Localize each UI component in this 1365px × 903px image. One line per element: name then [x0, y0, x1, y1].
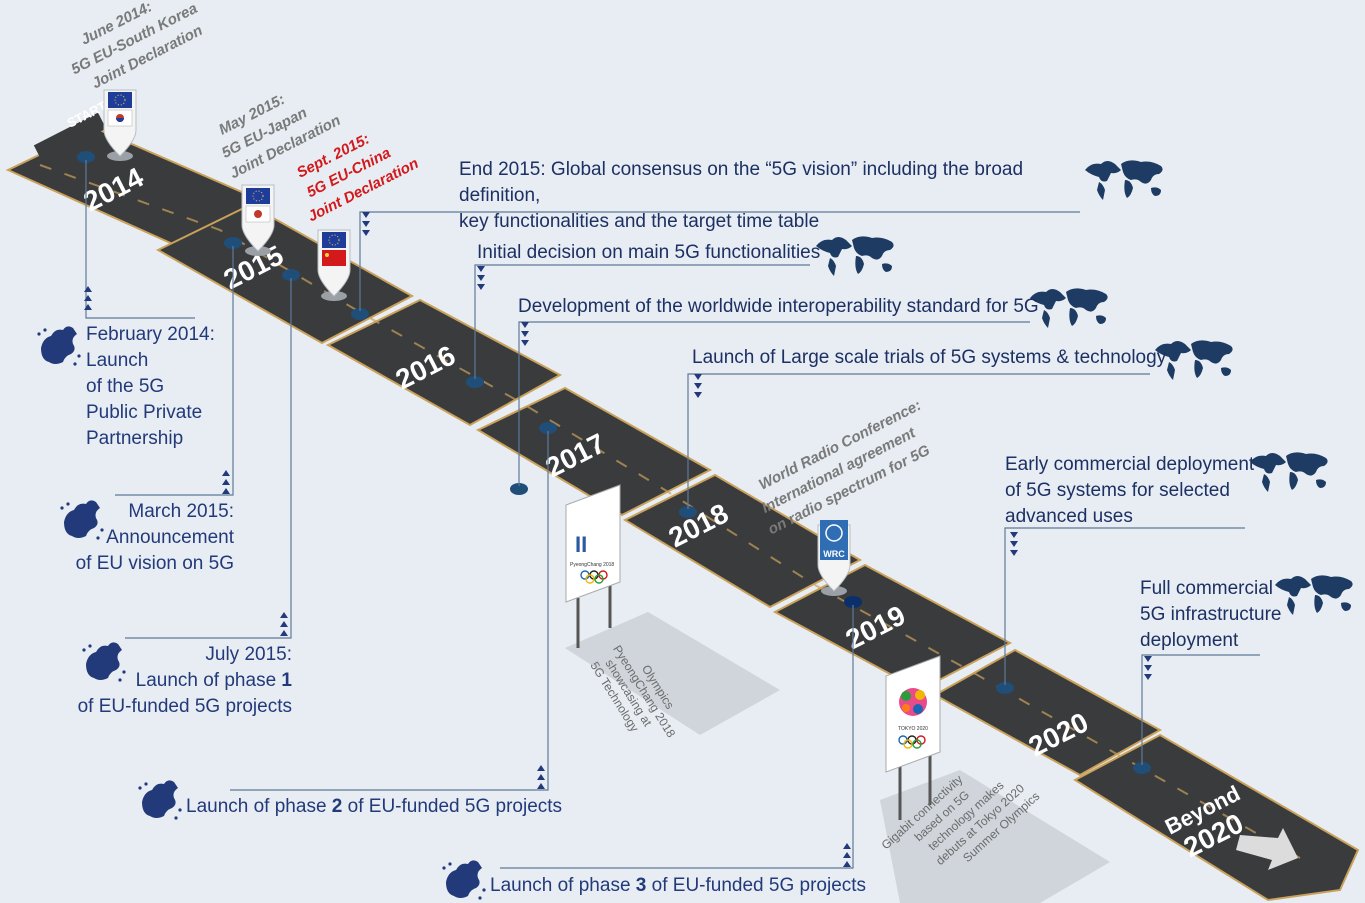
phase-number: 2 [331, 796, 343, 817]
milestone-early-commercial-line: advanced uses [1005, 506, 1133, 527]
svg-text:ΙΙ: ΙΙ [575, 532, 587, 557]
wrc-pin: WRC [817, 520, 851, 597]
milestone-full-commercial-line: deployment [1140, 630, 1239, 651]
eu-milestone-line: July 2015: [205, 644, 292, 665]
eu-milestone-line: Public Private [86, 402, 203, 423]
eu-milestone-text: Launch of phase [186, 796, 332, 817]
milestone-full-commercial-line: 5G infrastructure [1140, 604, 1282, 625]
eu-milestone-text: of EU-funded 5G projects [342, 796, 563, 817]
eu-milestone-mar-2015: March 2015: Announcement of EU vision on… [70, 499, 234, 577]
eu-milestone-line: of EU-funded 5G projects [77, 696, 292, 717]
eu-milestone-text: Launch of phase [490, 875, 636, 896]
japan-pin [241, 184, 275, 257]
korea-pin [103, 89, 137, 162]
milestone-end-2015-line: End 2015: Global consensus on the “5G vi… [459, 159, 1024, 206]
milestone-end-2015: End 2015: Global consensus on the “5G vi… [459, 157, 1099, 235]
world-map-icon [1275, 575, 1353, 615]
eu-milestone-line: Announcement [106, 527, 234, 548]
milestone-early-commercial-line: of 5G systems for selected [1005, 480, 1230, 501]
milestone-full-commercial-line: Full commercial [1140, 578, 1274, 599]
tokyo-logo-text: TOKYO 2020 [898, 726, 928, 732]
world-map-icon [816, 236, 894, 276]
road-segment-2016 [325, 298, 563, 427]
eu-milestone-jul-2015: July 2015: Launch of phase 1 of EU-funde… [70, 642, 292, 720]
eu-milestone-line: of the 5G [86, 376, 165, 397]
eu-milestone-feb-2014: February 2014: Launch of the 5G Public P… [86, 322, 215, 452]
milestone-end-2015-line: key functionalities and the target time … [459, 211, 820, 232]
milestone-early-commercial: Early commercial deployment of 5G system… [1005, 452, 1254, 530]
road-segment-2020 [932, 648, 1163, 777]
eu-map-icon [442, 860, 486, 900]
eu-milestone-line: Launch [86, 350, 149, 371]
phase-number: 1 [281, 670, 292, 691]
eu-milestone-line: Launch of phase [135, 670, 282, 691]
milestone-early-commercial-line: Early commercial deployment [1005, 454, 1255, 475]
milestone-interoperability: Development of the worldwide interoperab… [518, 296, 1039, 317]
pyeongchang-sign: ΙΙ PyeongChang 2018 [565, 484, 780, 735]
tokyo-sign: TOKYO 2020 [880, 655, 1110, 903]
eu-milestone-line: of EU vision on 5G [75, 553, 234, 574]
phase-number: 3 [635, 875, 647, 896]
eu-milestone-line: February 2014: [86, 324, 215, 345]
eu-milestone-text: of EU-funded 5G projects [646, 875, 867, 896]
milestone-full-commercial: Full commercial 5G infrastructure deploy… [1140, 576, 1282, 654]
chevron-markers [84, 212, 1152, 867]
wrc-logo-text: WRC [823, 549, 845, 559]
milestone-large-scale-trials: Launch of Large scale trials of 5G syste… [692, 347, 1167, 368]
pyeongchang-logo-text: PyeongChang 2018 [570, 562, 614, 568]
road-segment-2017 [475, 386, 713, 517]
connector-lines [85, 160, 1260, 869]
eu-map-icon [37, 326, 81, 366]
world-map-icon [1030, 288, 1108, 328]
china-pin [317, 229, 351, 302]
milestone-initial-decision: Initial decision on main 5G functionalit… [477, 242, 821, 263]
eu-milestone-phase-3: Launch of phase 3 of EU-funded 5G projec… [490, 873, 866, 899]
eu-map-icon [138, 780, 182, 820]
world-map-icon [1250, 452, 1328, 492]
eu-milestone-line: March 2015: [128, 501, 234, 522]
eu-milestone-line: Partnership [86, 428, 184, 449]
eu-milestone-phase-2: Launch of phase 2 of EU-funded 5G projec… [186, 794, 562, 820]
forward-arrow-icon [1236, 828, 1298, 870]
world-map-icon [1155, 340, 1233, 380]
milestone-dots [77, 151, 1151, 774]
